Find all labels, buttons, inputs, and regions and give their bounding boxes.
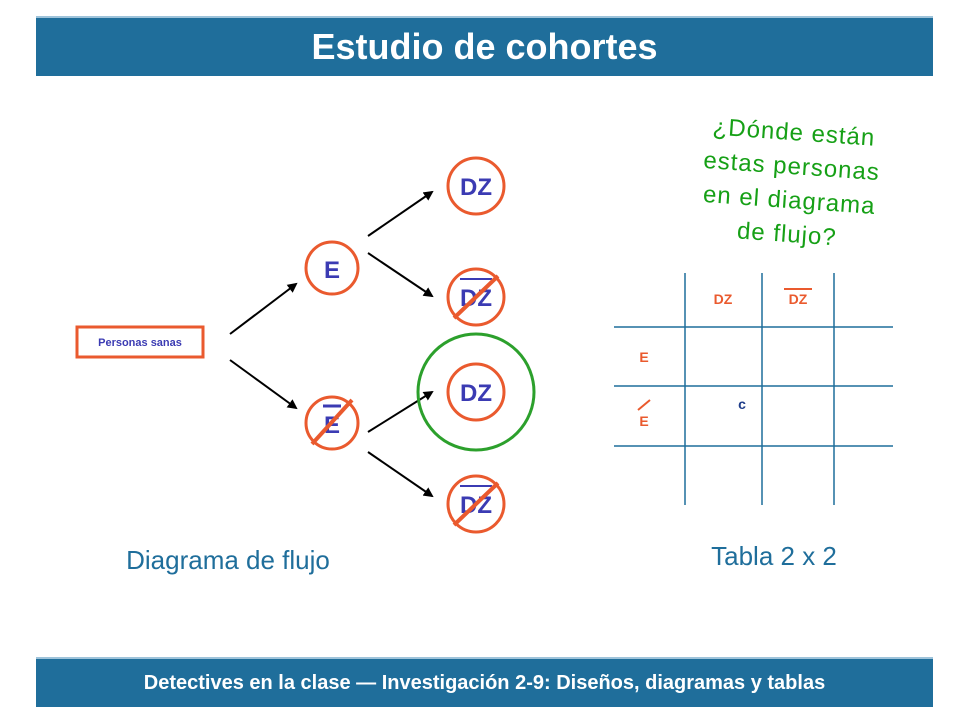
start-box	[75, 325, 205, 359]
question-line-1: ¿Dónde están	[712, 113, 876, 151]
dz-label-3: DZ	[460, 380, 492, 407]
table-col-no-dz: DZ	[789, 291, 808, 307]
dz-node-3	[446, 362, 506, 422]
dz-label-1: DZ	[460, 174, 492, 201]
slide-title: Estudio de cohortes	[36, 16, 933, 76]
question-line-3: en el diagrama	[702, 181, 876, 220]
unexposed-strike	[310, 398, 354, 446]
dz-strike-2	[452, 274, 500, 320]
table-row-e: E	[639, 349, 648, 365]
table-row-no-e: E	[639, 413, 648, 429]
exposed-node	[304, 240, 360, 296]
table-grid	[614, 273, 893, 505]
flow-caption: Diagrama de flujo	[126, 545, 330, 575]
highlight-circle	[416, 332, 536, 452]
question-line-4: de flujo?	[736, 217, 837, 251]
question-text: ¿Dónde están estas personas en el diagra…	[702, 113, 881, 251]
dz-node-1	[446, 156, 506, 216]
arrow-exposed-to-dz	[367, 190, 434, 237]
arrow-start-to-unexposed	[229, 359, 298, 410]
exposed-label: E	[324, 257, 340, 284]
table-row-no-e-overbar	[637, 399, 651, 411]
start-label: Personas sanas	[98, 337, 182, 349]
arrow-unexposed-to-dz	[367, 390, 434, 433]
slide-footer: Detectives en la clase — Investigación 2…	[36, 657, 933, 707]
table-caption: Tabla 2 x 2	[711, 541, 837, 571]
arrow-exposed-to-no-dz	[367, 252, 434, 298]
question-line-2: estas personas	[703, 147, 881, 186]
arrow-start-to-exposed	[229, 282, 298, 335]
table-cell-c: c	[738, 396, 746, 412]
table-col-dz: DZ	[714, 291, 733, 307]
dz-strike-4	[452, 481, 500, 527]
arrow-unexposed-to-no-dz	[367, 451, 434, 498]
